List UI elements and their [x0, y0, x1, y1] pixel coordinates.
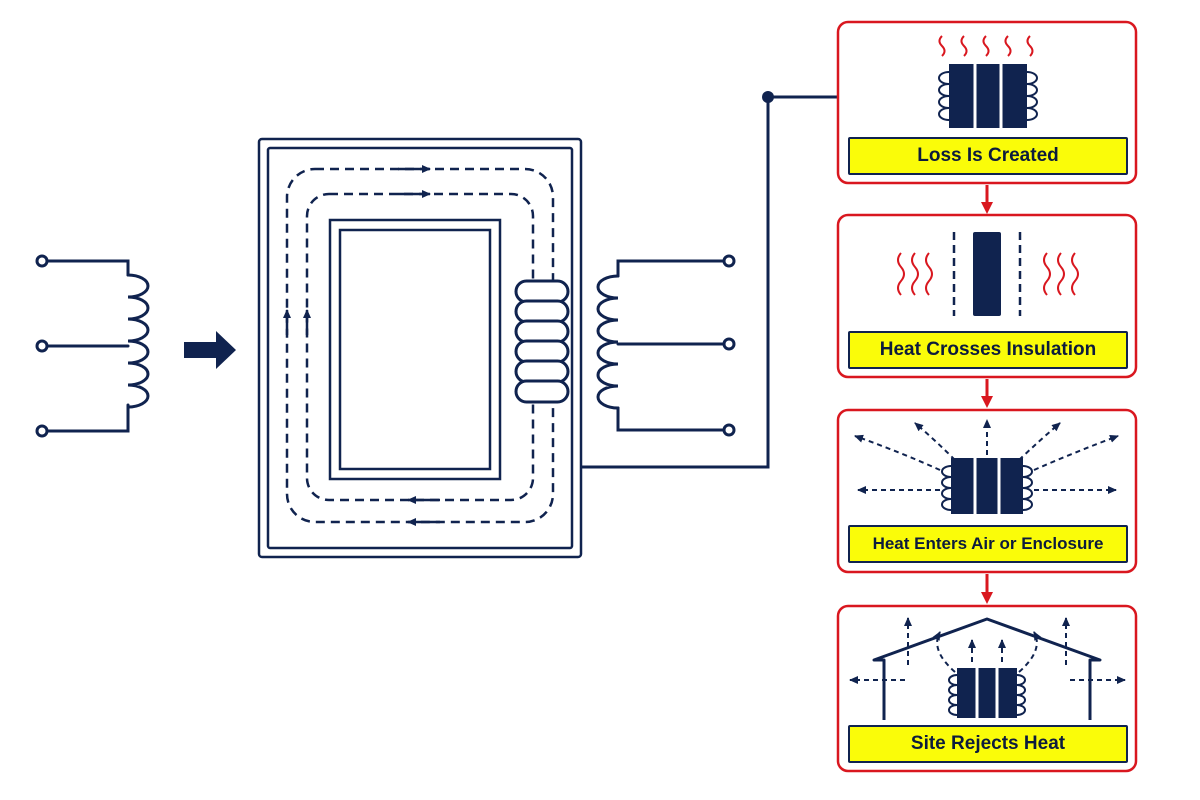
secondary-coil-icon — [596, 254, 736, 437]
building-ventilation-icon — [849, 617, 1126, 720]
step-label-loss-created: Loss Is Created — [848, 137, 1128, 175]
right-arrow-icon — [184, 331, 236, 369]
radiating-heat-icon — [854, 419, 1119, 514]
core-window-inner — [338, 228, 492, 471]
core-outer-frame — [257, 137, 583, 559]
step-label-heat-crosses-insulation: Heat Crosses Insulation — [848, 331, 1128, 369]
step-label-heat-enters-air: Heat Enters Air or Enclosure — [848, 525, 1128, 563]
secondary-terminal-bottom — [722, 423, 736, 437]
core-winding-icon — [514, 279, 570, 404]
core-outer-frame-inner — [266, 146, 574, 550]
transformer-core-icon — [257, 137, 583, 559]
process-connector-line — [581, 91, 838, 469]
secondary-terminal-top — [722, 254, 736, 268]
insulation-barrier-icon — [897, 232, 1079, 316]
secondary-terminal-mid — [722, 337, 736, 351]
step-label-site-rejects-heat: Site Rejects Heat — [848, 725, 1128, 763]
transformer-heat-waves-icon — [938, 35, 1038, 128]
core-window-outer — [328, 218, 502, 481]
flux-direction-arrows — [283, 165, 440, 526]
primary-coil-icon — [35, 254, 150, 438]
